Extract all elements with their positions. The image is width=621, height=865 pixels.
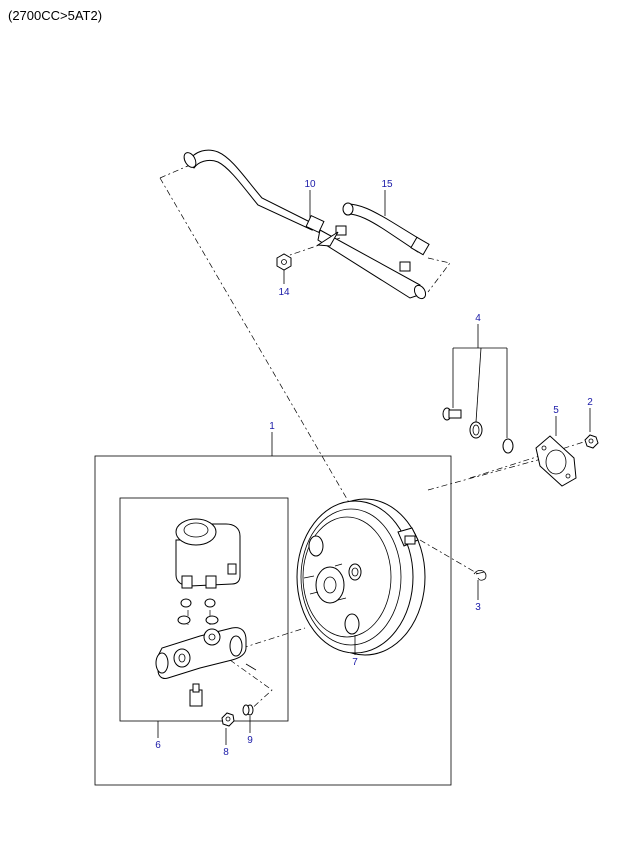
vacuum-hose	[183, 149, 430, 300]
brake-booster	[296, 498, 426, 656]
master-cylinder-assembly-frame	[119, 497, 289, 722]
callout-8: 8	[223, 747, 229, 758]
nut-14	[276, 253, 292, 271]
clip-3	[473, 570, 487, 581]
master-cylinder	[155, 518, 257, 707]
callout-15: 15	[381, 179, 393, 190]
nut-2	[584, 434, 599, 449]
callout-6: 6	[155, 740, 161, 751]
callout-5: 5	[553, 405, 559, 416]
callout-14: 14	[278, 287, 290, 298]
callout-9: 9	[247, 735, 253, 746]
callout-1: 1	[269, 421, 275, 432]
leader-lines	[157, 190, 591, 745]
booster-assembly-frame	[94, 455, 452, 786]
callout-7: 7	[352, 657, 358, 668]
model-caption: (2700CC>5AT2)	[8, 8, 102, 23]
callout-10: 10	[304, 179, 316, 190]
callout-3: 3	[475, 602, 481, 613]
assembly-lines	[159, 164, 591, 713]
callout-2: 2	[587, 397, 593, 408]
clevis-pin-set	[442, 407, 514, 454]
callout-4: 4	[475, 313, 481, 324]
nut-8	[221, 712, 235, 727]
gasket	[535, 435, 577, 487]
washer-9	[242, 704, 254, 716]
